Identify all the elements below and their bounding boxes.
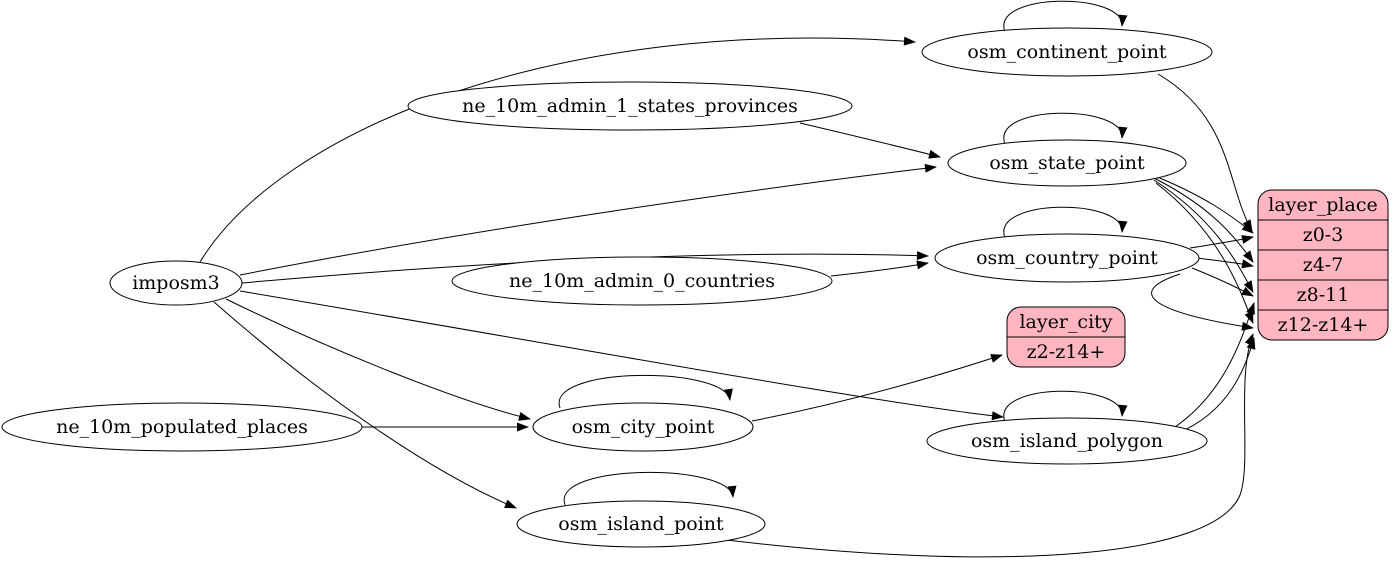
layer_city-title: layer_city xyxy=(1019,311,1112,333)
edge-osm_state_point-layer_place-z0-3 xyxy=(1149,173,1254,234)
record-layer_place: layer_place z0-3 z4-7 z8-11 z12-z14+ xyxy=(1257,189,1389,341)
ne_10m_admin_1_states_provinces-ellipse xyxy=(407,81,853,131)
edge-osm_island_polygon-layer_place-z12-z14 xyxy=(1177,337,1256,434)
edge-osm_country_point-layer_place-z0-3 xyxy=(1189,235,1254,249)
osm_city_point-ellipse xyxy=(532,402,754,452)
record-layer_city: layer_city z2-z14+ xyxy=(1006,306,1126,368)
edge-osm_city_point-layer_city-z2-z14 xyxy=(751,354,1003,422)
ne_10m_admin_0_countries-label: ne_10m_admin_0_countries xyxy=(509,270,775,292)
osm_island_polygon-ellipse xyxy=(926,417,1208,465)
layer_place-row-z12-z14: z12-z14+ xyxy=(1278,314,1369,336)
layer_place-row-z8-11: z8-11 xyxy=(1297,284,1350,306)
osm_continent_point-label: osm_continent_point xyxy=(967,41,1167,63)
edge-imposm3-osm_island_polygon xyxy=(239,290,1004,421)
self-loop-osm_city_point xyxy=(558,374,733,409)
osm_state_point-label: osm_state_point xyxy=(989,152,1145,174)
edge-osm_continent_point-layer_place-z0-3 xyxy=(1157,73,1253,232)
osm_city_point-label: osm_city_point xyxy=(572,416,715,438)
node-osm_island_polygon: osm_island_polygon xyxy=(926,417,1208,465)
ne_10m_populated_places-label: ne_10m_populated_places xyxy=(56,416,308,438)
edge-osm_state_point-layer_place-z4-7 xyxy=(1151,176,1254,263)
layer_city-row-z2-z14: z2-z14+ xyxy=(1027,341,1106,363)
osm_state_point-ellipse xyxy=(947,139,1187,187)
self-loop-osm_island_point xyxy=(563,471,737,506)
self-loop-osm_country_point xyxy=(1003,206,1128,239)
layer_place-box xyxy=(1257,189,1389,341)
edge-ne_10m_admin_1_states_provinces-osm_state_point xyxy=(799,122,941,159)
edge-osm_island_point-layer_place-z12-z14 xyxy=(709,333,1254,558)
osm_island_polygon-label: osm_island_polygon xyxy=(971,430,1163,452)
node-imposm3: imposm3 xyxy=(109,260,243,306)
edge-ne_10m_admin_0_countries-osm_country_point xyxy=(830,260,929,277)
node-ne_10m_populated_places: ne_10m_populated_places xyxy=(1,402,363,452)
imposm3-ellipse xyxy=(109,260,243,306)
ne_10m_populated_places-ellipse xyxy=(1,402,363,452)
edge-imposm3-osm_island_point xyxy=(213,301,517,509)
edge-osm_country_point-layer_place-z4-7 xyxy=(1195,257,1254,269)
osm_country_point-ellipse xyxy=(934,233,1200,283)
self-loop-osm_continent_point xyxy=(1003,0,1128,33)
ne_10m_admin_0_countries-ellipse xyxy=(451,256,833,306)
ne_10m_admin_1_states_provinces-label: ne_10m_admin_1_states_provinces xyxy=(462,95,798,117)
imposm3-label: imposm3 xyxy=(132,272,220,294)
node-osm_country_point: osm_country_point xyxy=(934,233,1200,283)
layer_place-title: layer_place xyxy=(1268,194,1377,216)
node-osm_city_point: osm_city_point xyxy=(532,402,754,452)
layer_place-row-z0-3: z0-3 xyxy=(1303,224,1344,246)
edge-imposm3-osm_state_point xyxy=(239,163,937,276)
edge-imposm3-osm_city_point xyxy=(225,298,531,421)
self-loop-osm_state_point xyxy=(1003,112,1128,145)
layer_place-row-z4-7: z4-7 xyxy=(1303,254,1344,276)
osm_island_point-label: osm_island_point xyxy=(558,513,724,535)
edge-osm_island_polygon-layer_place-z8-11 xyxy=(1171,302,1255,430)
node-osm_continent_point: osm_continent_point xyxy=(921,27,1213,77)
node-ne_10m_admin_0_countries: ne_10m_admin_0_countries xyxy=(451,256,833,306)
edge-osm_state_point-layer_place-z8-11 xyxy=(1153,179,1254,293)
node-osm_island_point: osm_island_point xyxy=(516,500,766,548)
edge-osm_country_point-layer_place-z8-11 xyxy=(1191,267,1254,297)
edge-imposm3-osm_continent_point xyxy=(199,36,916,263)
osm_island_point-ellipse xyxy=(516,500,766,548)
node-ne_10m_admin_1_states_provinces: ne_10m_admin_1_states_provinces xyxy=(407,81,853,131)
osm_continent_point-ellipse xyxy=(921,27,1213,77)
edge-osm_country_point-layer_place-z12-z14 xyxy=(1151,273,1254,331)
edges xyxy=(199,0,1256,558)
osm_country_point-label: osm_country_point xyxy=(976,247,1158,269)
node-osm_state_point: osm_state_point xyxy=(947,139,1187,187)
self-loop-osm_island_polygon xyxy=(1003,390,1128,423)
